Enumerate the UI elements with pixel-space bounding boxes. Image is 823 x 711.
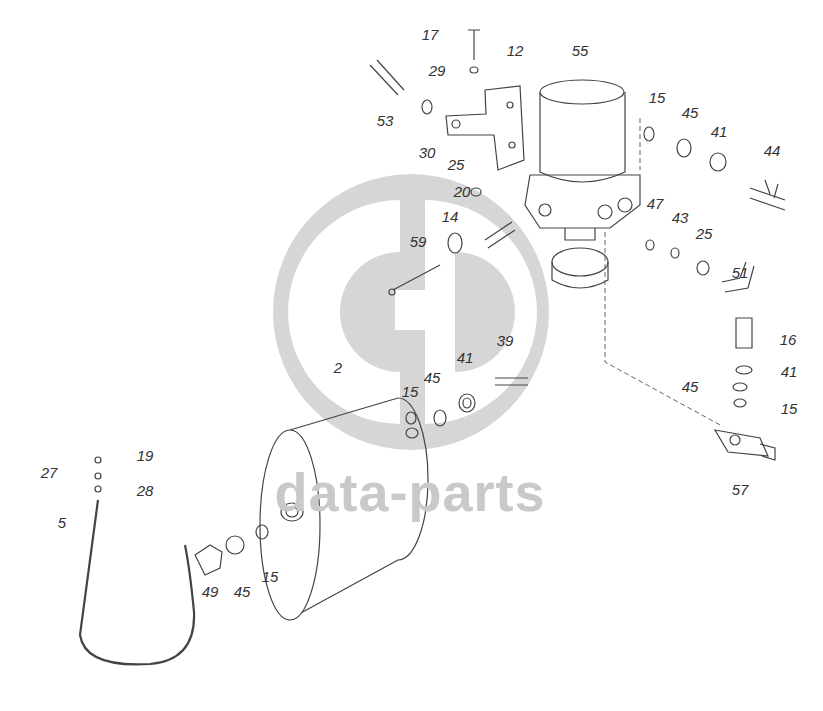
callout-number: 41	[781, 364, 798, 379]
callout-number: 53	[377, 113, 394, 128]
callout-number: 15	[402, 384, 419, 399]
callout-number: 17	[422, 27, 439, 42]
callout-number: 57	[732, 482, 749, 497]
callout-number: 45	[682, 105, 699, 120]
callout-number: 27	[41, 465, 58, 480]
callout-number: 44	[764, 143, 781, 158]
callout-number: 14	[442, 209, 459, 224]
leader-lines	[605, 118, 722, 426]
callout-number: 28	[137, 483, 154, 498]
callout-number: 47	[647, 196, 664, 211]
callout-number: 5	[58, 515, 66, 530]
callout-number: 15	[781, 401, 798, 416]
callout-number: 43	[672, 210, 689, 225]
callout-number: 25	[448, 157, 465, 172]
callout-number: 15	[649, 90, 666, 105]
callout-number: 45	[424, 370, 441, 385]
callout-number: 20	[454, 184, 471, 199]
callout-number: 49	[202, 584, 219, 599]
watermark-logo	[273, 174, 549, 450]
callout-number: 39	[497, 333, 514, 348]
callout-number: 59	[410, 234, 427, 249]
callout-number: 15	[262, 569, 279, 584]
callout-number: 25	[696, 226, 713, 241]
callout-number: 45	[682, 379, 699, 394]
callout-number: 2	[334, 360, 342, 375]
callout-number: 29	[429, 63, 446, 78]
callout-number: 41	[711, 124, 728, 139]
callout-number: 12	[507, 43, 524, 58]
parts	[80, 30, 785, 664]
callout-number: 30	[419, 145, 436, 160]
callout-number: 16	[780, 332, 797, 347]
callout-number: 55	[572, 43, 589, 58]
callout-number: 51	[732, 265, 749, 280]
callout-number: 41	[457, 350, 474, 365]
callout-number: 19	[137, 448, 154, 463]
callout-number: 45	[234, 584, 251, 599]
watermark: data-parts	[274, 465, 545, 519]
